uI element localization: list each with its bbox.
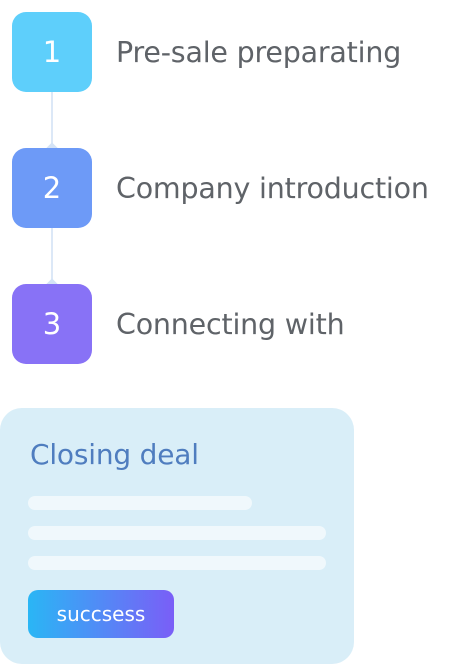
card-title: Closing deal <box>30 438 199 471</box>
step-connector-1 <box>51 92 53 148</box>
placeholder-line <box>28 496 252 510</box>
placeholder-line <box>28 556 326 570</box>
success-button[interactable]: succsess <box>28 590 174 638</box>
step-connecting-with: 3 Connecting with <box>12 284 470 364</box>
step-number-badge: 1 <box>12 12 92 92</box>
step-label: Company introduction <box>116 171 429 205</box>
closing-deal-card: Closing deal succsess <box>0 408 354 664</box>
step-label: Pre-sale preparating <box>116 35 402 69</box>
step-number-badge: 3 <box>12 284 92 364</box>
step-pre-sale: 1 Pre-sale preparating <box>12 12 470 92</box>
step-company-introduction: 2 Company introduction <box>12 148 470 228</box>
step-connector-2 <box>51 228 53 284</box>
step-label: Connecting with <box>116 307 345 341</box>
step-number-badge: 2 <box>12 148 92 228</box>
placeholder-line <box>28 526 326 540</box>
